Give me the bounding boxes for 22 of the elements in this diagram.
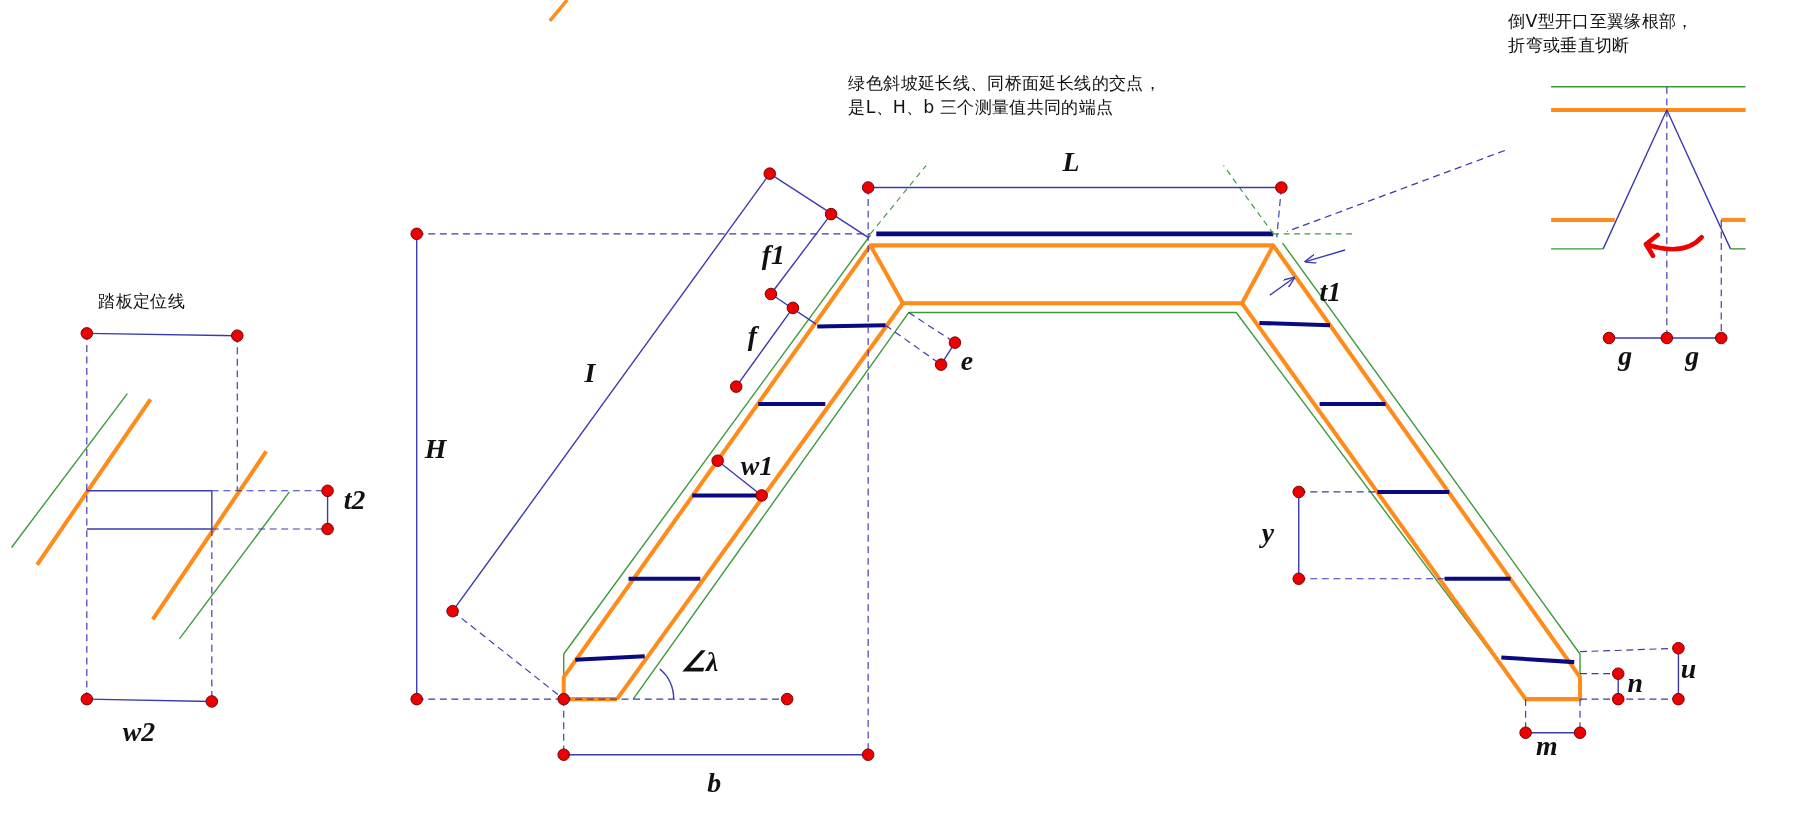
dimension-label: e [960, 347, 974, 376]
callout-text: 倒V型开口至翼缘根部，折弯或垂直切断 [1508, 9, 1695, 58]
dimension-label: u [1680, 655, 1697, 683]
dimension-label: w1 [740, 451, 774, 480]
note-text: 绿色斜坡延长线、同桥面延长线的交点，是L、H、b 三个测量值共同的端点 [848, 71, 1162, 121]
dimension-label: t1 [1319, 277, 1342, 306]
dimension-label: y [1261, 518, 1275, 547]
leader-line [1286, 149, 1506, 233]
dimension-label: g [1618, 341, 1633, 370]
caption-text: 踏板定位线 [98, 289, 187, 314]
dimension-label: t2 [343, 486, 366, 514]
dimension-label: H [424, 435, 447, 463]
dimension-label: L [1062, 148, 1080, 176]
dimension-label: w2 [122, 717, 156, 746]
bridge-drawing [561, 231, 1583, 702]
dimension-label: g [1685, 341, 1700, 370]
dimension-label: m [1536, 731, 1558, 760]
dimension-label: ∠λ [680, 648, 719, 676]
dimension-label: n [1627, 669, 1643, 697]
dimension-label: f1 [761, 240, 785, 269]
dimension-label: b [707, 768, 722, 797]
dimension-label: I [584, 358, 596, 387]
